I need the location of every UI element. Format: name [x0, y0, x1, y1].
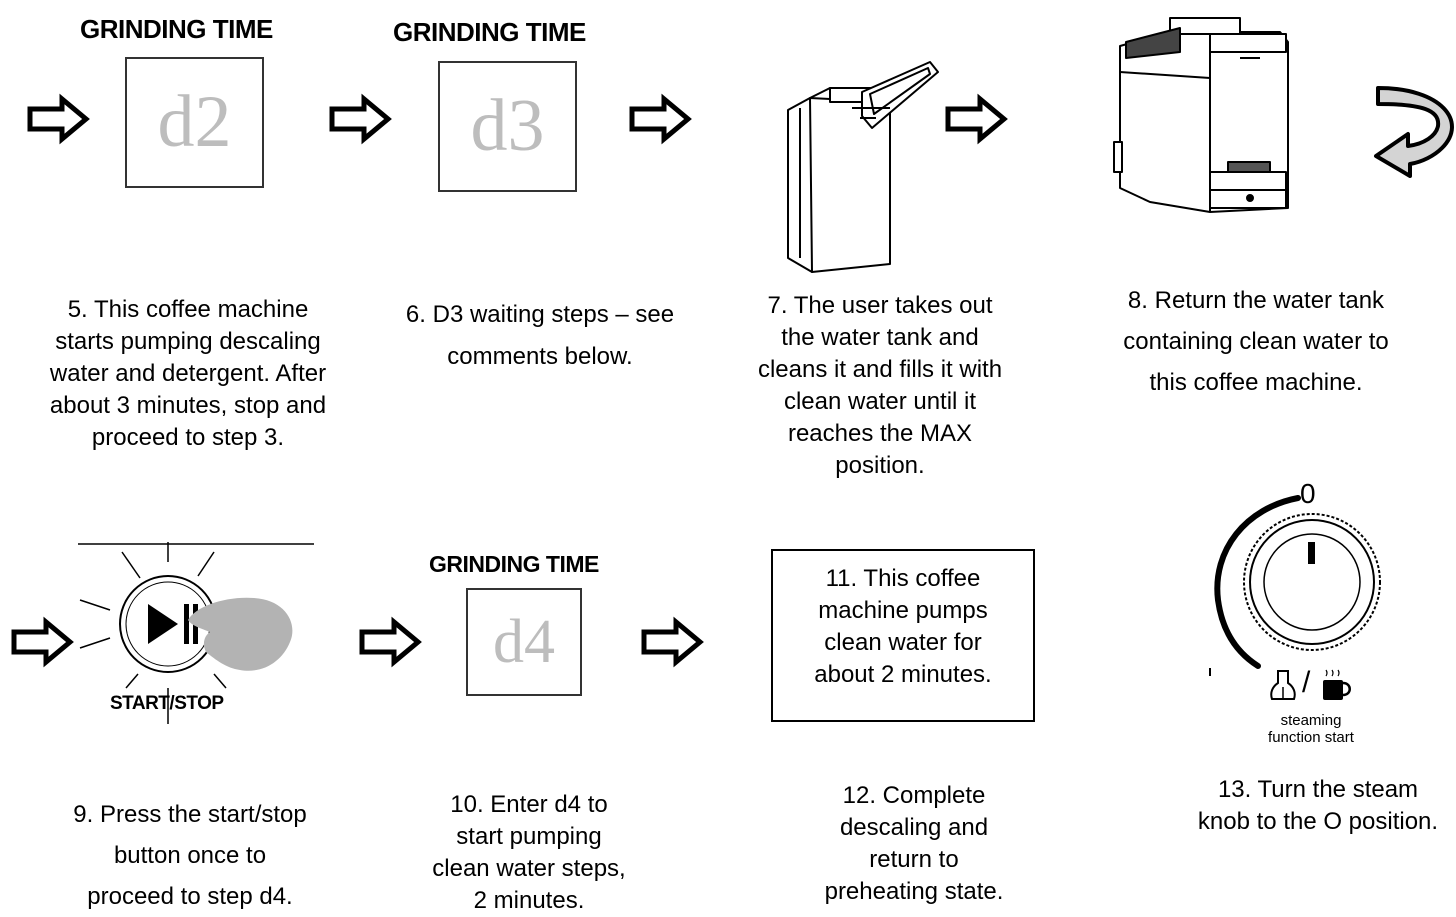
grinding-time-heading-d2: GRINDING TIME — [80, 14, 273, 44]
caption-line: clean water for — [824, 629, 982, 656]
caption-line: starts pumping descaling — [55, 328, 321, 355]
caption-line: cleans it and fills it with — [757, 356, 1003, 383]
caption-line: reaches the MAX — [787, 420, 973, 447]
caption-line: 6. D3 waiting steps – see — [405, 301, 675, 328]
caption-line: about 3 minutes, stop and — [49, 392, 327, 419]
step5-caption: 5. This coffee machine starts pumping de… — [20, 294, 356, 454]
caption-line: 12. Complete — [842, 782, 986, 809]
step11-box: 11. This coffee machine pumps clean wate… — [771, 549, 1035, 722]
display-d4: d4 — [466, 588, 582, 696]
grinding-time-heading-d3: GRINDING TIME — [393, 17, 586, 47]
step12-caption: 12. Complete descaling and return to pre… — [784, 780, 1044, 908]
caption-line: return to — [869, 846, 959, 873]
caption-line: this coffee machine. — [1149, 369, 1363, 396]
right-arrow-icon — [629, 93, 692, 145]
knob-zero-label: 0 — [1300, 478, 1316, 509]
caption-line: containing clean water to — [1123, 328, 1389, 355]
step8-caption: 8. Return the water tank containing clea… — [1100, 280, 1412, 403]
caption-line: steaming — [1280, 712, 1342, 729]
caption-line: the water tank and — [781, 324, 979, 351]
right-arrow-icon — [641, 616, 704, 668]
step13-caption: 13. Turn the steam knob to the O positio… — [1180, 774, 1456, 838]
cup-icon — [1323, 669, 1351, 700]
slash-separator: / — [1302, 666, 1311, 699]
caption-line: clean water until it — [783, 388, 977, 415]
caption-line: knob to the O position. — [1197, 808, 1439, 835]
right-arrow-icon — [945, 93, 1008, 145]
step6-caption: 6. D3 waiting steps – see comments below… — [390, 294, 690, 378]
caption-line: 11. This coffee — [825, 565, 981, 592]
caption-line: 10. Enter d4 to — [450, 791, 608, 818]
caption-line: start pumping — [456, 823, 602, 850]
display-d3: d3 — [438, 61, 577, 192]
caption-line: comments below. — [447, 343, 633, 370]
right-arrow-icon — [11, 616, 74, 668]
caption-line: proceed to step 3. — [91, 424, 285, 451]
display-d2: d2 — [125, 57, 264, 188]
caption-line: about 2 minutes. — [814, 661, 992, 688]
caption-line: 8. Return the water tank — [1127, 287, 1385, 314]
caption-line: function start — [1268, 729, 1354, 746]
caption-line: 7. The user takes out — [767, 292, 993, 319]
water-tank-icon — [787, 61, 939, 273]
caption-line: button once to — [113, 842, 267, 869]
step10-caption: 10. Enter d4 to start pumping clean wate… — [400, 789, 658, 908]
caption-line: preheating state. — [824, 878, 1004, 905]
right-arrow-icon — [359, 616, 422, 668]
caption-line: water and detergent. After — [49, 360, 327, 387]
caption-line: proceed to step d4. — [87, 883, 293, 910]
caption-line: 13. Turn the steam — [1217, 776, 1419, 803]
caption-line: 5. This coffee machine — [67, 296, 309, 323]
caption-line: 2 minutes. — [473, 887, 585, 908]
step9-caption: 9. Press the start/stop button once to p… — [40, 794, 340, 917]
right-arrow-icon — [27, 93, 90, 145]
steaming-function-label: steaming function start — [1236, 712, 1386, 746]
start-stop-button-icon — [78, 542, 314, 724]
caption-line: machine pumps — [818, 597, 988, 624]
step7-caption: 7. The user takes out the water tank and… — [730, 290, 1030, 482]
caption-line: clean water steps, — [432, 855, 626, 882]
caption-line: 9. Press the start/stop — [73, 801, 307, 828]
return-arrow-icon — [1374, 86, 1454, 178]
steam-wand-icon — [1270, 670, 1296, 700]
right-arrow-icon — [329, 93, 392, 145]
start-stop-label: START/STOP — [110, 693, 224, 714]
grinding-time-heading-d4: GRINDING TIME — [429, 551, 599, 577]
steam-knob-icon — [1209, 495, 1381, 676]
caption-line: position. — [835, 452, 925, 479]
caption-line: descaling and — [839, 814, 989, 841]
coffee-machine-icon — [1113, 17, 1289, 213]
